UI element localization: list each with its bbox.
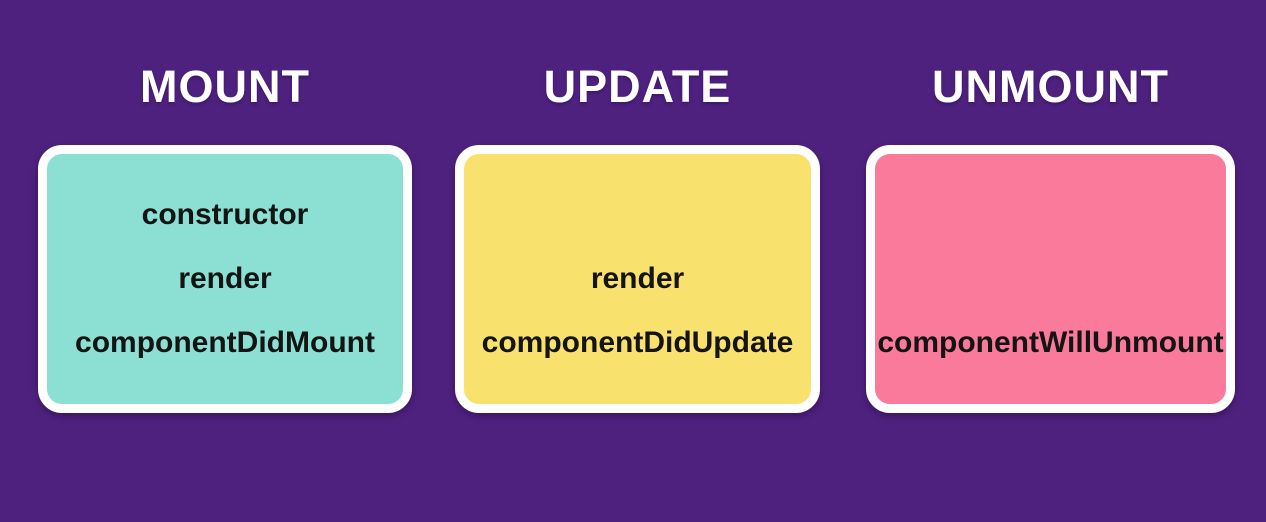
lifecycle-method-empty-row (464, 183, 811, 247)
phase-title-mount: MOUNT (140, 61, 310, 112)
unmount-card: componentWillUnmount (866, 145, 1235, 413)
lifecycle-method-render-update: render (590, 262, 685, 295)
phase-title-unmount: UNMOUNT (932, 61, 1169, 112)
lifecycle-method-componentdidupdate: componentDidUpdate (481, 326, 794, 359)
lifecycle-method-componentwillunmount: componentWillUnmount (877, 326, 1224, 359)
phase-title-update: UPDATE (543, 61, 732, 112)
lifecycle-method-componentdidmount: componentDidMount (75, 326, 375, 359)
phase-column-unmount: UNMOUNT componentWillUnmount (866, 62, 1235, 522)
lifecycle-method-empty-row (875, 247, 1226, 311)
update-card: render componentDidUpdate (455, 145, 820, 413)
mount-card: constructor render componentDidMount (38, 145, 412, 413)
phase-column-update: UPDATE render componentDidUpdate (455, 62, 820, 522)
lifecycle-method-constructor: constructor (141, 198, 309, 231)
lifecycle-method-render-mount: render (178, 262, 272, 295)
lifecycle-method-empty-row (875, 183, 1226, 247)
phase-column-mount: MOUNT constructor render componentDidMou… (38, 62, 412, 522)
